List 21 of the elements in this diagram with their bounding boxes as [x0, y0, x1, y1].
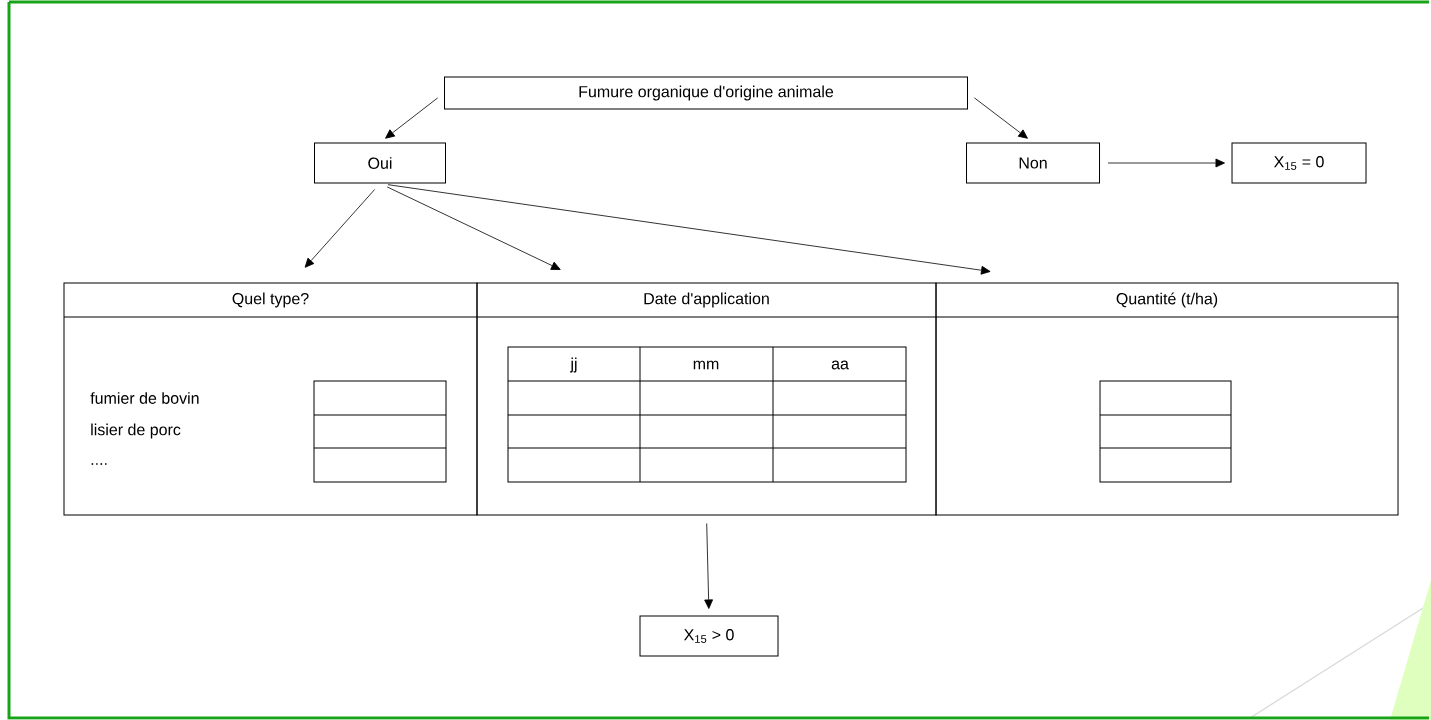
list-item: .... [91, 463, 107, 465]
list-item: lisier de porc [91, 423, 181, 439]
answer-box: Oui [314, 142, 446, 184]
result-box: X$_{15}$ = 0 [1231, 142, 1367, 184]
arrow [1107, 158, 1225, 168]
arrow [385, 97, 439, 139]
question-box: Fumure organique d'origine animale [444, 76, 968, 110]
column-header: mm [693, 360, 719, 370]
list-item: fumier de bovin [90, 392, 199, 404]
answer-box: Non [966, 142, 1100, 184]
arrow [386, 186, 561, 270]
column-header: Date d'application [644, 292, 769, 308]
column-header: Quel type? [232, 292, 309, 308]
arrow [387, 184, 991, 275]
arrow [704, 523, 713, 609]
arrow [974, 97, 1028, 139]
result-box: X$_{15}$ > 0 [639, 615, 779, 657]
column-header: aa [831, 360, 849, 370]
column-header: jj [570, 357, 577, 373]
arrow [304, 189, 376, 268]
column-header: Quantité (t/ha) [1116, 292, 1218, 308]
